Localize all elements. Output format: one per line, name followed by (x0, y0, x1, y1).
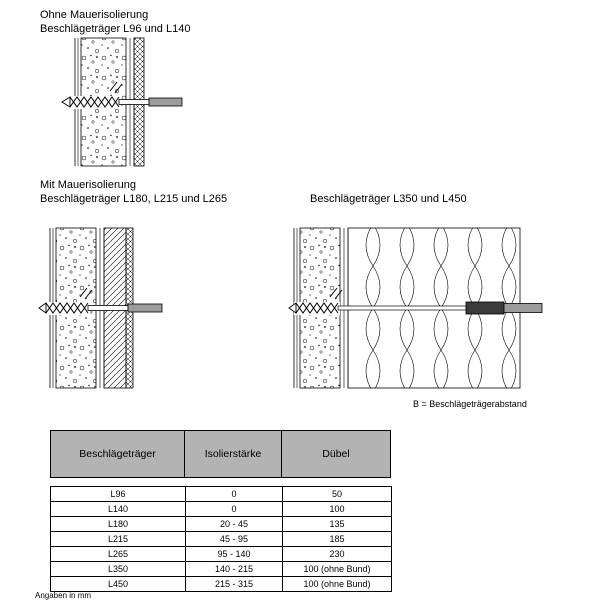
dowel-thread (45, 302, 89, 314)
dowel-tip (61, 96, 71, 108)
header-cell-beschlaegetraeger: Beschlägeträger (50, 430, 185, 478)
dowel-thread (295, 302, 339, 314)
anchor-shaft (87, 305, 129, 311)
dowel-tip (38, 302, 47, 314)
table-cell: 230 (282, 546, 392, 562)
table-cell: 100 (ohne Bund) (282, 561, 392, 577)
carrier-rod (503, 303, 543, 313)
table-cell: L140 (50, 501, 186, 517)
anchor-assembly (38, 287, 163, 315)
table-cell: 140 - 215 (185, 561, 283, 577)
section-title-with: Mit Mauerisolierung (40, 179, 136, 191)
table-cell: 95 - 140 (185, 546, 283, 562)
dowel-thread (295, 302, 339, 314)
carrier-rod (148, 97, 183, 107)
anchor-assembly (288, 287, 543, 315)
break-marks (109, 81, 123, 94)
dowel-thread (45, 302, 89, 314)
table-cell: L350 (50, 561, 186, 577)
diagram-thick-insulation (288, 224, 550, 401)
section-subtitle-with: Beschlägeträger L180, L215 und L265 (40, 193, 228, 205)
section-label-large-carriers: Beschlägeträger L350 und L450 (310, 192, 467, 206)
table-cell: 45 - 95 (185, 531, 283, 547)
table-cell: L450 (50, 576, 186, 592)
header-cell-duebel: Dübel (282, 430, 391, 478)
wall-section-drawing-2 (38, 227, 163, 389)
table-cell: 50 (282, 486, 392, 502)
spec-table-header: Beschlägeträger Isolierstärke Dübel (50, 430, 391, 478)
diagram-without-insulation (60, 34, 188, 179)
break-marks (79, 287, 93, 300)
carrier-rod (127, 303, 163, 313)
section-label-with-insulation: Mit Mauerisolierung Beschlägeträger L180… (40, 178, 227, 206)
diagram-with-insulation (38, 224, 170, 401)
anchor-shaft (118, 99, 150, 105)
table-cell: 135 (282, 516, 392, 532)
anchor-shaft (337, 305, 467, 311)
table-cell: 215 - 315 (185, 576, 283, 592)
section-title-large: Beschlägeträger L350 und L450 (310, 193, 467, 205)
dowel-tip (288, 302, 297, 314)
wall-section-drawing-1 (61, 37, 183, 167)
header-cell-isolierstaerke: Isolierstärke (185, 430, 282, 478)
section-label-without-insulation: Ohne Mauerisolierung Beschlägeträger L96… (40, 8, 190, 36)
wall-section-drawing-3 (288, 227, 543, 389)
table-cell: L96 (50, 486, 186, 502)
dowel-thread (69, 96, 120, 108)
carrier-sleeve-dark (465, 301, 505, 315)
table-cell: 0 (185, 501, 283, 517)
table-gap (50, 478, 391, 486)
break-marks (329, 287, 343, 300)
table-cell: 0 (185, 486, 283, 502)
section-subtitle-without: Beschlägeträger L96 und L140 (40, 23, 191, 35)
table-cell: 185 (282, 531, 392, 547)
caption-carrier-spacing: B = Beschlägeträgerabstand (413, 399, 527, 409)
table-cell: 100 (282, 501, 392, 517)
table-cell: 100 (ohne Bund) (282, 576, 392, 592)
table-cell: L215 (50, 531, 186, 547)
table-cell: L265 (50, 546, 186, 562)
section-title-without: Ohne Mauerisolierung (40, 9, 149, 21)
anchor-assembly (61, 81, 183, 109)
table-cell: 20 - 45 (185, 516, 283, 532)
units-footnote: Angaben in mm (35, 591, 92, 600)
table-cell: L180 (50, 516, 186, 532)
